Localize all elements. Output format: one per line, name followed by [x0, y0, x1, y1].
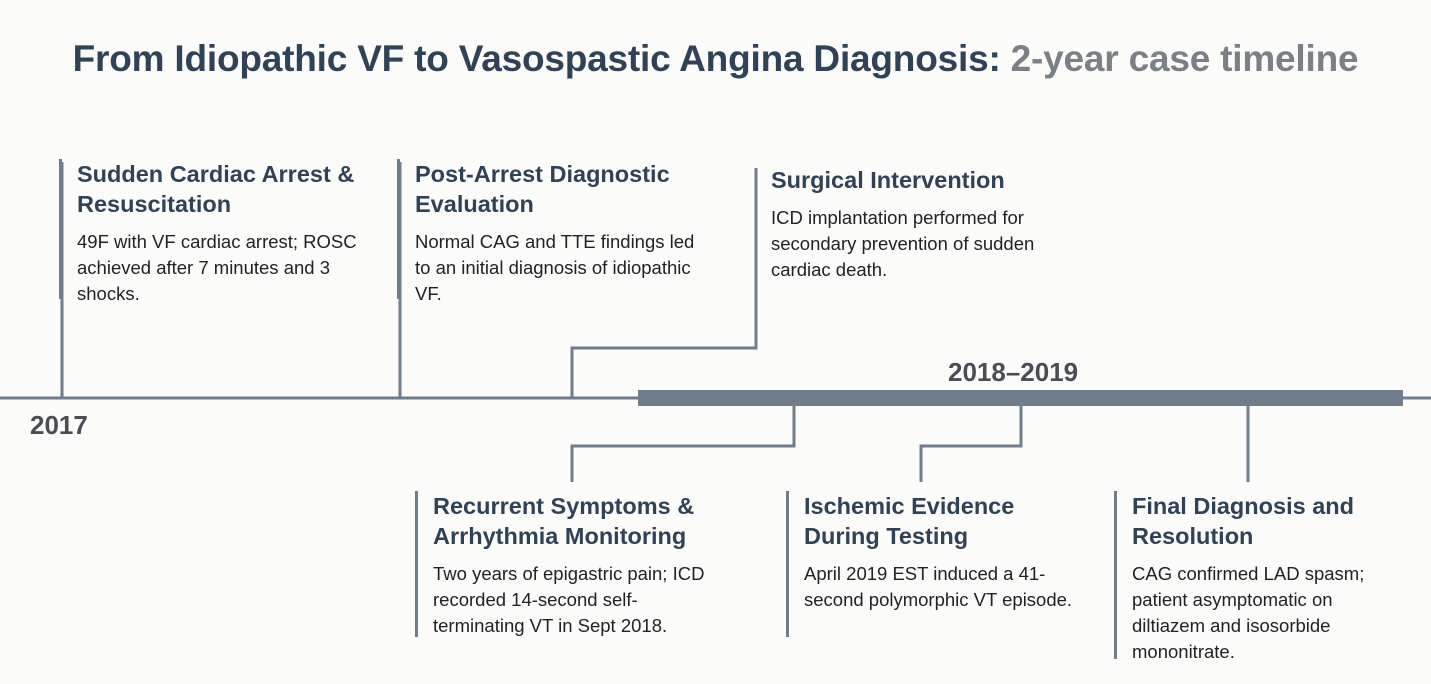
event-title: Final Diagnosis and Resolution	[1132, 493, 1354, 549]
event-ischemic-evidence: Ischemic Evidence During Testing April 2…	[786, 491, 1076, 637]
event-diagnostic-evaluation: Post-Arrest Diagnostic Evaluation Normal…	[397, 159, 707, 304]
event-title: Sudden Cardiac Arrest & Resuscitation	[77, 161, 355, 217]
event-description: Normal CAG and TTE findings led to an in…	[415, 231, 695, 304]
event-title: Ischemic Evidence During Testing	[804, 493, 1015, 549]
event-cardiac-arrest: Sudden Cardiac Arrest & Resuscitation 49…	[59, 159, 359, 304]
event-description: 49F with VF cardiac arrest; ROSC achieve…	[77, 231, 357, 304]
connector-4	[570, 398, 796, 482]
event-description: CAG confirmed LAD spasm; patient asympto…	[1132, 563, 1365, 662]
title-subtitle: 2-year case timeline	[1010, 38, 1359, 79]
event-description: ICD implantation performed for secondary…	[771, 207, 1035, 280]
page-title: From Idiopathic VF to Vasospastic Angina…	[0, 38, 1431, 80]
year-label-period: 2018–2019	[948, 357, 1079, 387]
event-description: April 2019 EST induced a 41-second polym…	[804, 563, 1073, 610]
event-title: Recurrent Symptoms & Arrhythmia Monitori…	[433, 493, 695, 549]
event-title: Surgical Intervention	[771, 167, 1005, 193]
connector-3	[570, 168, 758, 398]
connector-5	[919, 398, 1023, 482]
event-description: Two years of epigastric pain; ICD record…	[433, 563, 705, 636]
event-final-diagnosis: Final Diagnosis and Resolution CAG confi…	[1114, 491, 1406, 662]
title-main: From Idiopathic VF to Vasospastic Angina…	[72, 38, 1001, 79]
event-recurrent-symptoms: Recurrent Symptoms & Arrhythmia Monitori…	[415, 491, 715, 637]
event-surgical-intervention: Surgical Intervention ICD implantation p…	[753, 165, 1043, 285]
year-label-start: 2017	[30, 410, 88, 440]
event-title: Post-Arrest Diagnostic Evaluation	[415, 161, 670, 217]
